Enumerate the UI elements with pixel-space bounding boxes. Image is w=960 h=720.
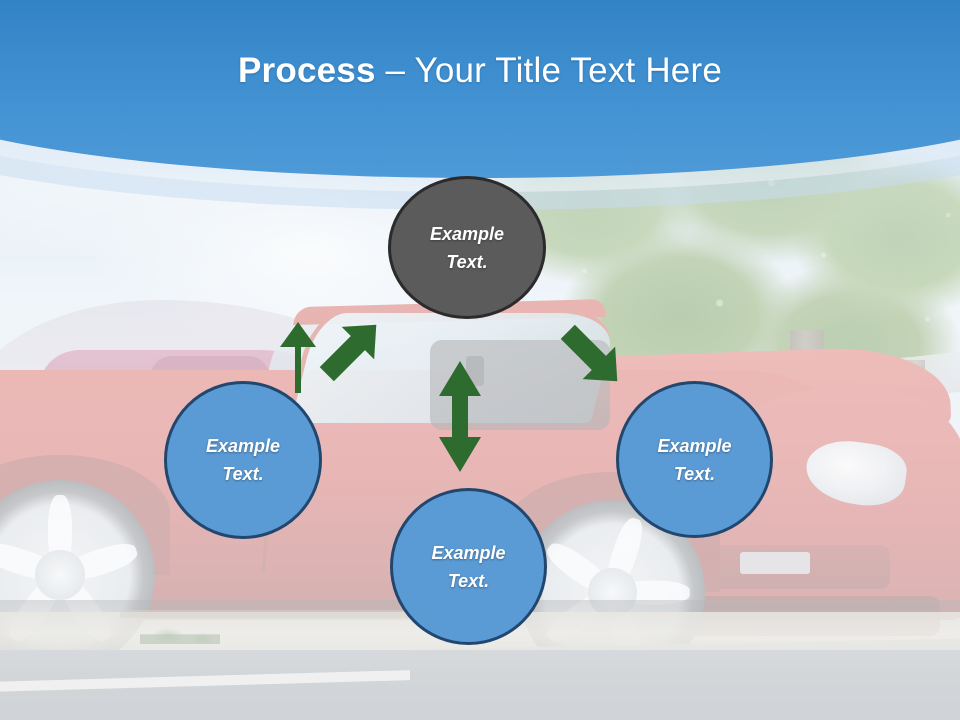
process-node-bottom[interactable]: Example Text. xyxy=(390,488,547,645)
node-line-1: Example xyxy=(431,542,506,563)
node-line-2: Text. xyxy=(447,570,490,591)
node-line-1: Example xyxy=(657,435,732,456)
process-node-left[interactable]: Example Text. xyxy=(164,381,322,539)
node-line-1: Example xyxy=(429,223,505,244)
process-node-right[interactable]: Example Text. xyxy=(616,381,773,538)
arrow-center-vertical xyxy=(439,361,481,472)
node-line-2: Text. xyxy=(446,251,488,272)
node-line-2: Text. xyxy=(222,464,264,484)
arrow-left-diagonal xyxy=(280,322,377,393)
node-line-2: Text. xyxy=(673,463,716,484)
process-node-center[interactable]: Example Text. xyxy=(388,176,546,319)
arrow-right-diagonal xyxy=(560,324,618,382)
node-line-1: Example xyxy=(205,436,281,456)
